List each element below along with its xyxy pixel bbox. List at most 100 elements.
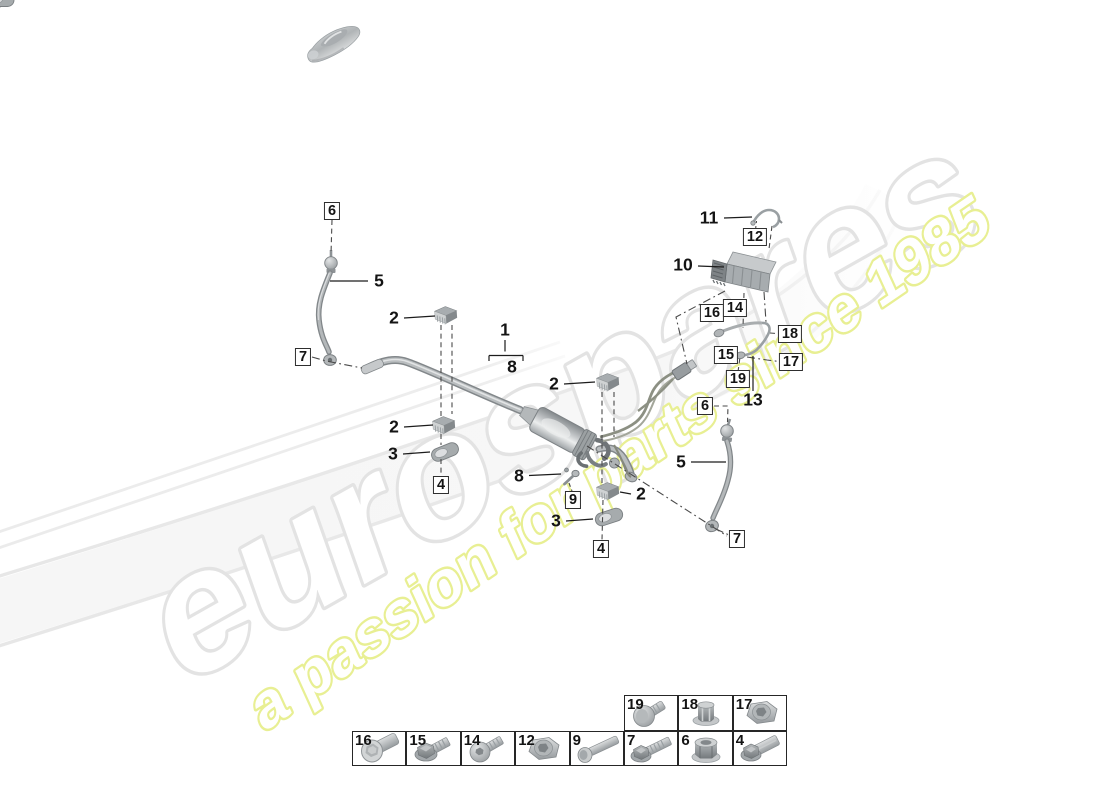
retainer-clip-path [751,208,781,229]
actuator [519,406,620,469]
wiring-harness-path [602,375,679,442]
pan-head-bolt-long-icon-use [577,734,620,763]
link-right-circle [720,424,734,438]
bar-bushes-g-ellipse [0,0,3,4]
car-icon-path [320,29,348,47]
leader-lines-path [619,491,632,495]
small-screw-ellipse [571,469,580,478]
legend-cell-18: 18 [678,695,733,731]
small-screw-path [563,475,574,486]
assembly-dashed-lines-path [330,219,333,255]
link-right-path [711,439,732,520]
legend-number: 12 [518,731,535,749]
link-left-path [317,272,330,321]
control-unit [710,251,777,293]
legend-number: 9 [572,731,581,749]
bar-bushes-g-rect [0,0,15,7]
leader-lines-path [563,381,596,385]
small-screw-circle [564,467,569,473]
pan-head-bolt-long-icon [577,734,620,763]
legend-cell-6: 6 [678,730,733,766]
assembly-dashed-lines-path [763,291,767,323]
actuator-path [594,437,611,461]
actuator-path [576,451,589,468]
assembly-dashed-lines-path [746,356,784,363]
link-left [315,250,338,366]
mounting-bracket-path [740,321,771,357]
leader-lines-path [528,473,562,477]
legend-number: 17 [735,696,753,713]
legend-cell-17: 17 [732,695,788,731]
mounting-bracket-path [722,321,763,333]
control-unit-path [731,265,762,290]
stabilizer-bar-rect [360,358,384,375]
wiring-harness [599,359,697,478]
link-left-path [317,271,332,354]
legend-cell-16: 16 [352,730,407,766]
car-icon-ellipse [307,50,319,60]
wiring-harness-path [637,378,674,412]
legend-number: 14 [463,731,481,749]
hex-bolt-icon-use [739,733,781,762]
assembly-dashed-lines-path [768,225,773,250]
actuator-ellipse [541,418,571,438]
car-icon-path [323,30,342,45]
legend-number: 6 [681,731,690,749]
legend-number: 15 [409,731,427,749]
leader-lines-path [402,451,431,455]
control-unit-path [712,279,726,287]
leader-lines-path [697,265,725,268]
wiring-harness-g-rect [686,359,697,371]
bar-clamps-use [433,305,459,326]
assembly-dashed-lines-path [715,528,730,536]
retainer-clip-path [778,219,783,224]
legend-cell-12: 12 [515,730,570,766]
bar-bushes [0,0,625,528]
hex-flange-nut-icon [691,737,721,763]
stabilizer-bar-path [365,358,521,411]
background-swoosh-path [0,189,882,578]
control-unit-path [712,262,725,279]
leader-lines-path [403,315,436,319]
watermark-brand-text: eurospares [126,84,999,724]
background-swoosh-path [0,354,566,550]
legend-cell-15: 15 [406,730,461,766]
leader-lines [330,216,754,522]
hex-flange-bolt-long-icon-use [630,735,673,763]
legend-cell-9: 9 [569,730,624,766]
assembly-dashed-lines-path [586,445,728,537]
leader-lines-path [723,216,753,219]
retainer-clip [750,208,783,229]
background-swoosh-path [0,340,561,534]
actuator-path [584,450,608,468]
link-right-path [726,418,732,426]
assembly-dashed-lines-path [311,356,363,369]
car-icon-path [307,26,361,63]
legend-number: 7 [627,731,636,749]
leader-lines-path [565,518,594,522]
hex-bolt-icon [739,733,781,762]
wiring-harness-g [671,359,697,381]
mounting-bracket [713,321,771,360]
mounting-bracket-ellipse [713,328,725,338]
assembly-dashed-lines-path [714,405,729,423]
small-screw [563,467,580,486]
retainer-clip-circle [750,220,756,226]
wiring-harness-path [613,444,632,478]
legend-number: 4 [735,731,745,749]
legend-cell-14: 14 [460,730,516,766]
parts-drawing [0,0,783,533]
car-icon-path [312,47,345,62]
legend-cell-4: 4 [732,730,788,766]
car-icon [307,26,361,63]
legend-number: 18 [681,696,699,713]
legend-number: 16 [355,731,372,749]
legend-number: 19 [627,696,644,713]
legend-cell-19: 19 [624,695,679,731]
link-right [705,418,734,533]
link-left-circle [324,256,338,270]
bar-bushes-g [0,0,15,7]
assembly-dashed-lines-path [737,356,741,373]
